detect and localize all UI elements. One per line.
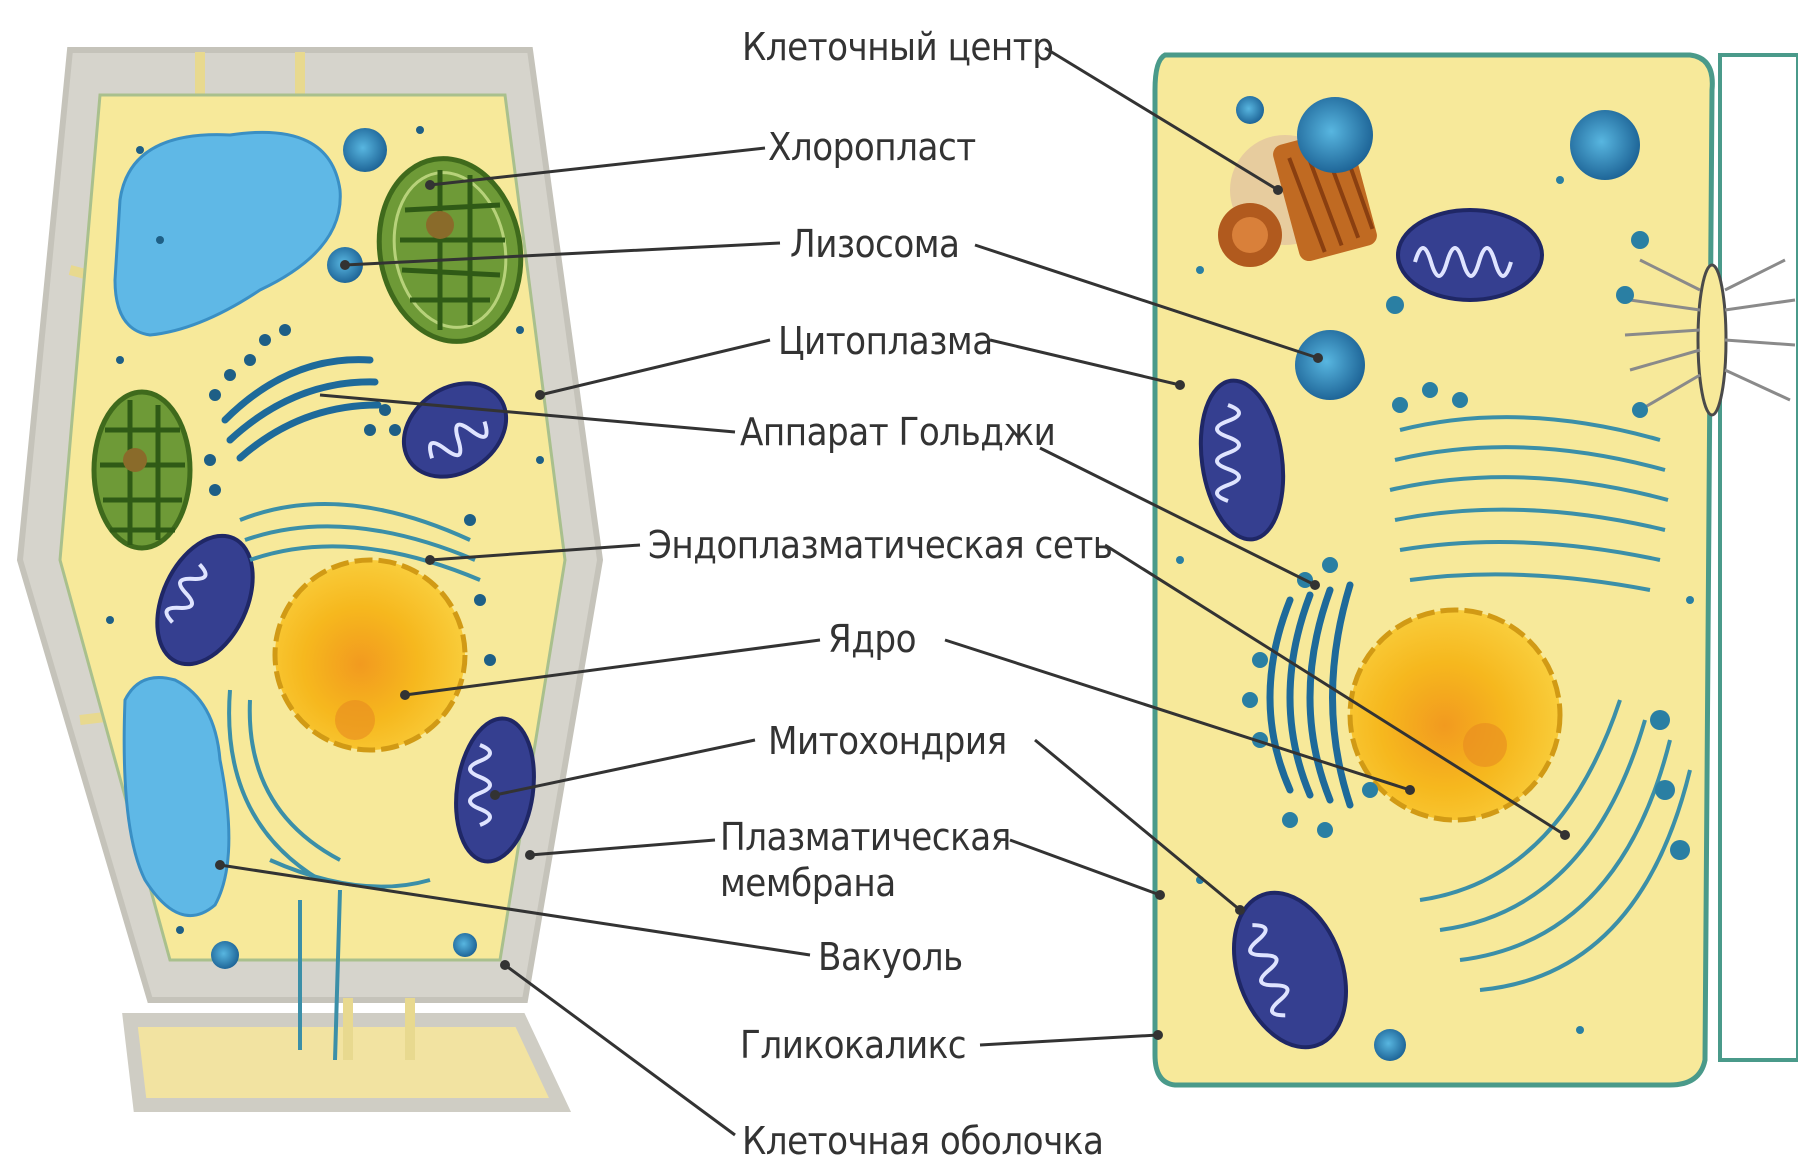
lysosome-animal-3 bbox=[1295, 330, 1365, 400]
lysosome-animal-5 bbox=[1374, 1029, 1406, 1061]
label-cytoplasm: Цитоплазма bbox=[778, 322, 993, 360]
lysosome-plant-3 bbox=[211, 941, 239, 969]
animal-cell bbox=[1155, 55, 1798, 1085]
label-vacuole: Вакуоль bbox=[818, 938, 963, 976]
lysosome-animal-4 bbox=[1236, 96, 1264, 124]
label-mitochondria: Митохондрия bbox=[768, 722, 1007, 760]
label-plasma-membrane-line2: мембрана bbox=[720, 864, 1011, 902]
chloroplast-left bbox=[94, 392, 190, 548]
lysosome-plant-4 bbox=[453, 933, 477, 957]
label-golgi: Аппарат Гольджи bbox=[740, 413, 1055, 451]
lysosome-animal-2 bbox=[1570, 110, 1640, 180]
label-plasma-membrane-line1: Плазматическая bbox=[720, 818, 1011, 856]
nucleus-plant bbox=[275, 560, 465, 750]
label-glycocalyx: Гликокаликс bbox=[740, 1026, 966, 1064]
label-nucleus: Ядро bbox=[828, 620, 916, 658]
label-cell-wall: Клеточная оболочка bbox=[742, 1122, 1103, 1160]
label-chloroplast: Хлоропласт bbox=[768, 128, 976, 166]
plant-cell bbox=[20, 50, 600, 1105]
lysosome-plant-1 bbox=[343, 128, 387, 172]
label-cell-center: Клеточный центр bbox=[742, 28, 1053, 66]
label-plasma-membrane: Плазматическая мембрана bbox=[720, 818, 1011, 902]
label-lysosome: Лизосома bbox=[790, 225, 959, 263]
neighbour-cell-right bbox=[1720, 55, 1798, 1060]
lysosome-animal-1 bbox=[1297, 97, 1373, 173]
leader-glycocalyx bbox=[980, 1035, 1158, 1045]
label-er: Эндоплазматическая сеть bbox=[648, 526, 1112, 564]
nucleus-animal bbox=[1350, 610, 1560, 820]
mitochondrion-animal-1 bbox=[1398, 210, 1542, 300]
